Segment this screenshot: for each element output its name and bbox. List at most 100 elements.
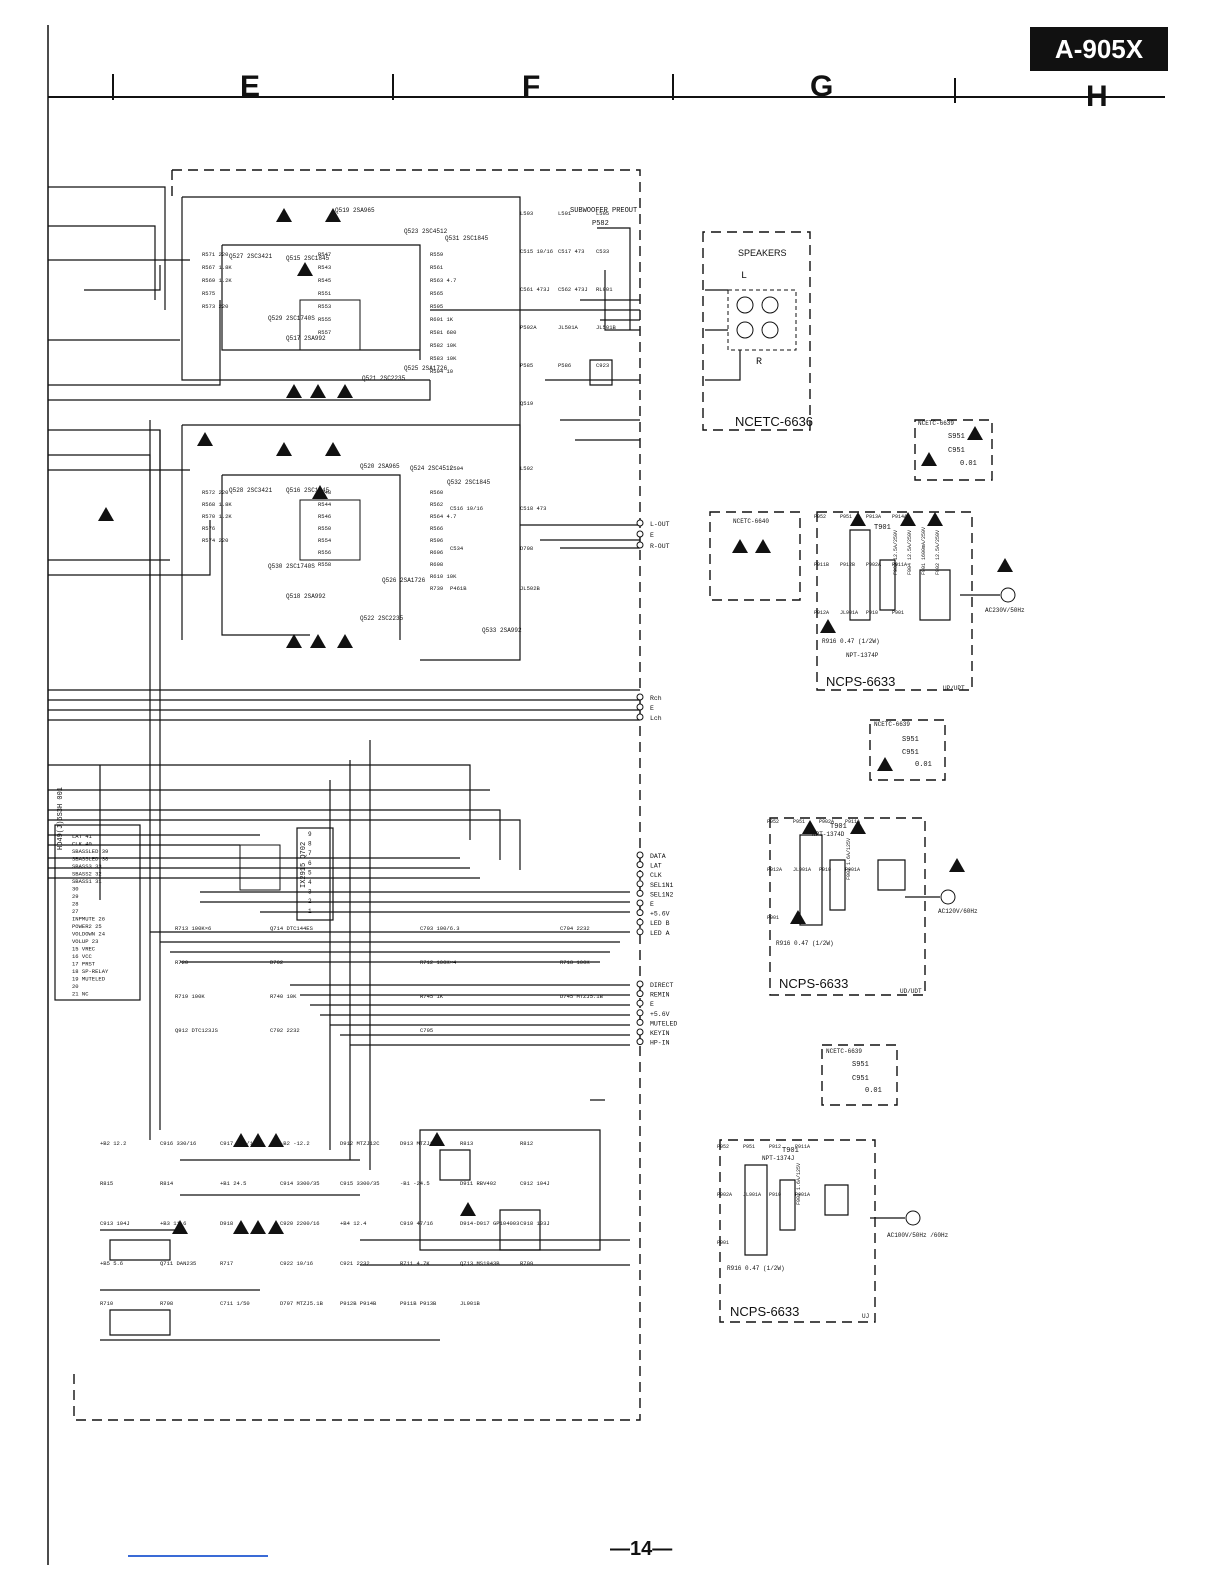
page-edge-mark	[128, 1555, 268, 1557]
warning-icon	[312, 485, 328, 499]
power-part-label: -B1 -24.5	[400, 1180, 430, 1187]
jl702b-pin	[636, 1018, 644, 1026]
lower-resistor-label: R544	[318, 501, 332, 508]
upper-resistor-label: R571 220	[202, 251, 228, 258]
warning-icon	[233, 1133, 249, 1147]
out-mid-pin-label: Lch	[650, 715, 662, 722]
out-top-pin-label: L-OUT	[650, 521, 670, 528]
lower-misc-label: C518 473	[520, 505, 546, 512]
column-label-f: F	[522, 70, 541, 103]
psu-connector-label: P902A	[819, 819, 834, 825]
psu-connector-label: P901	[717, 1240, 729, 1246]
power-part-label: R812	[520, 1140, 533, 1147]
upper-transistor-label: Q521 2SC2235	[362, 375, 406, 382]
psu-connector-label: P902A	[866, 562, 881, 568]
power-part-label: +B5 5.6	[100, 1260, 123, 1267]
psu-connector-label: JL901A	[793, 867, 811, 873]
psu-block-jp	[719, 1044, 921, 1323]
jl701b-pin	[636, 851, 644, 859]
upper-transistor-label: Q531 2SC1845	[445, 235, 489, 242]
psu-connector-label: P901	[767, 915, 779, 921]
jl701b-pin	[636, 918, 644, 926]
warning-icon	[802, 820, 818, 834]
psu-uk-transformer: T901	[874, 524, 891, 532]
psu-connector-label: P912	[769, 1144, 781, 1150]
jl701b-pin	[636, 899, 644, 907]
control-part-label: R745 1K	[420, 993, 444, 1000]
psu-jp-cap: C951	[852, 1075, 869, 1083]
power-part-label: C920 2200/16	[280, 1220, 320, 1227]
jl701b-pin-label: +5.6V	[650, 911, 670, 918]
jl701b-pin-label: E	[650, 901, 654, 908]
power-part-label: R814	[160, 1180, 174, 1187]
out-mid-pin-label: Rch	[650, 695, 662, 702]
jl702b-pin-label: KEYIN	[650, 1030, 670, 1037]
control-ic-pin-label: 21 NC	[72, 991, 89, 998]
warning-icon	[286, 384, 302, 398]
lower-resistor-label: R606	[430, 549, 443, 556]
lower-misc-label: L504	[450, 465, 464, 472]
lower-resistor-label: R564 4.7	[430, 513, 456, 520]
control-ic-pin-label: 29	[72, 893, 79, 900]
component-labels: L-OUTER-OUTRchELchDATALATCLKSEL1N1SEL1N2…	[72, 207, 1013, 1307]
warning-icon	[460, 1202, 476, 1216]
psu-connector-label: P901A	[795, 1192, 810, 1198]
power-part-label: R717	[220, 1260, 233, 1267]
side-ic-pin-label: 8	[308, 841, 312, 848]
jl701b-pin-label: LED B	[650, 920, 670, 927]
warning-icon	[820, 619, 836, 633]
lower-resistor-label: R554	[318, 537, 332, 544]
upper-misc-label: C562 473J	[558, 286, 588, 293]
jl702b-pin	[636, 990, 644, 998]
power-part-label: D914-D917 GP104003	[460, 1220, 519, 1227]
lower-resistor-label: R574 220	[202, 537, 228, 544]
lower-misc-label: D708	[520, 545, 533, 552]
jl701b-pin	[636, 861, 644, 869]
power-part-label: +B4 12.4	[340, 1220, 367, 1227]
amp-upper-channel	[48, 186, 640, 480]
warning-icon	[949, 858, 965, 872]
psu-fuse-label: F901 1.6A/125V	[796, 1163, 802, 1205]
psu-connector-label: P913A	[866, 514, 881, 520]
control-ic-pin-label: SBASS2 32	[72, 871, 102, 878]
upper-misc-label: L505	[596, 210, 609, 217]
upper-transistor-label: Q527 2SC3421	[229, 253, 273, 260]
side-ic-name: IX2915 Q702	[300, 842, 308, 888]
psu-us-cap-value: 0.01	[915, 761, 932, 769]
psu-connector-label: P910	[769, 1192, 781, 1198]
upper-transistor-label: Q517 2SA992	[286, 335, 326, 342]
jl701b-pin	[636, 909, 644, 917]
upper-resistor-label: R551	[318, 290, 332, 297]
power-part-label: C711 1/50	[220, 1300, 250, 1307]
psu-connector-label: P910	[819, 867, 831, 873]
upper-resistor-label: R573 220	[202, 303, 228, 310]
model-label: A-905X	[1054, 33, 1144, 64]
upper-transistor-label: Q525 2SA1726	[404, 365, 448, 372]
psu-jp-variant: UJ	[862, 1313, 869, 1320]
jl701b-pin-label: SEL1N1	[650, 882, 674, 889]
psu-jp-cap-value: 0.01	[865, 1087, 882, 1095]
lower-resistor-label: R560	[430, 489, 443, 496]
warning-icon	[276, 442, 292, 456]
lower-resistor-label: R548	[318, 489, 331, 496]
warning-icon	[790, 910, 806, 924]
lower-resistor-label: R572 220	[202, 489, 228, 496]
psu-connector-label: P952	[814, 514, 826, 520]
upper-misc-label: C515 10/16	[520, 248, 553, 255]
warning-icon	[921, 452, 937, 466]
column-label-e: E	[240, 70, 261, 103]
upper-transistor-label: Q515 2SC1845	[286, 255, 330, 262]
power-part-label: R813	[460, 1140, 473, 1147]
power-part-label: C921 2232	[340, 1260, 370, 1267]
psu-us-variant: UD/UDT	[900, 988, 922, 995]
control-part-label: C702 2232	[270, 1027, 300, 1034]
upper-resistor-label: R563 4.7	[430, 277, 456, 284]
warning-icon	[967, 426, 983, 440]
control-part-label: R713 100K×6	[175, 925, 211, 932]
bus-lines	[48, 420, 640, 1170]
warning-icon	[337, 634, 353, 648]
control-ic-pin-label: VOLDOWN 24	[72, 931, 106, 938]
speaker-left-label: L	[741, 271, 747, 282]
warning-icon	[310, 634, 326, 648]
